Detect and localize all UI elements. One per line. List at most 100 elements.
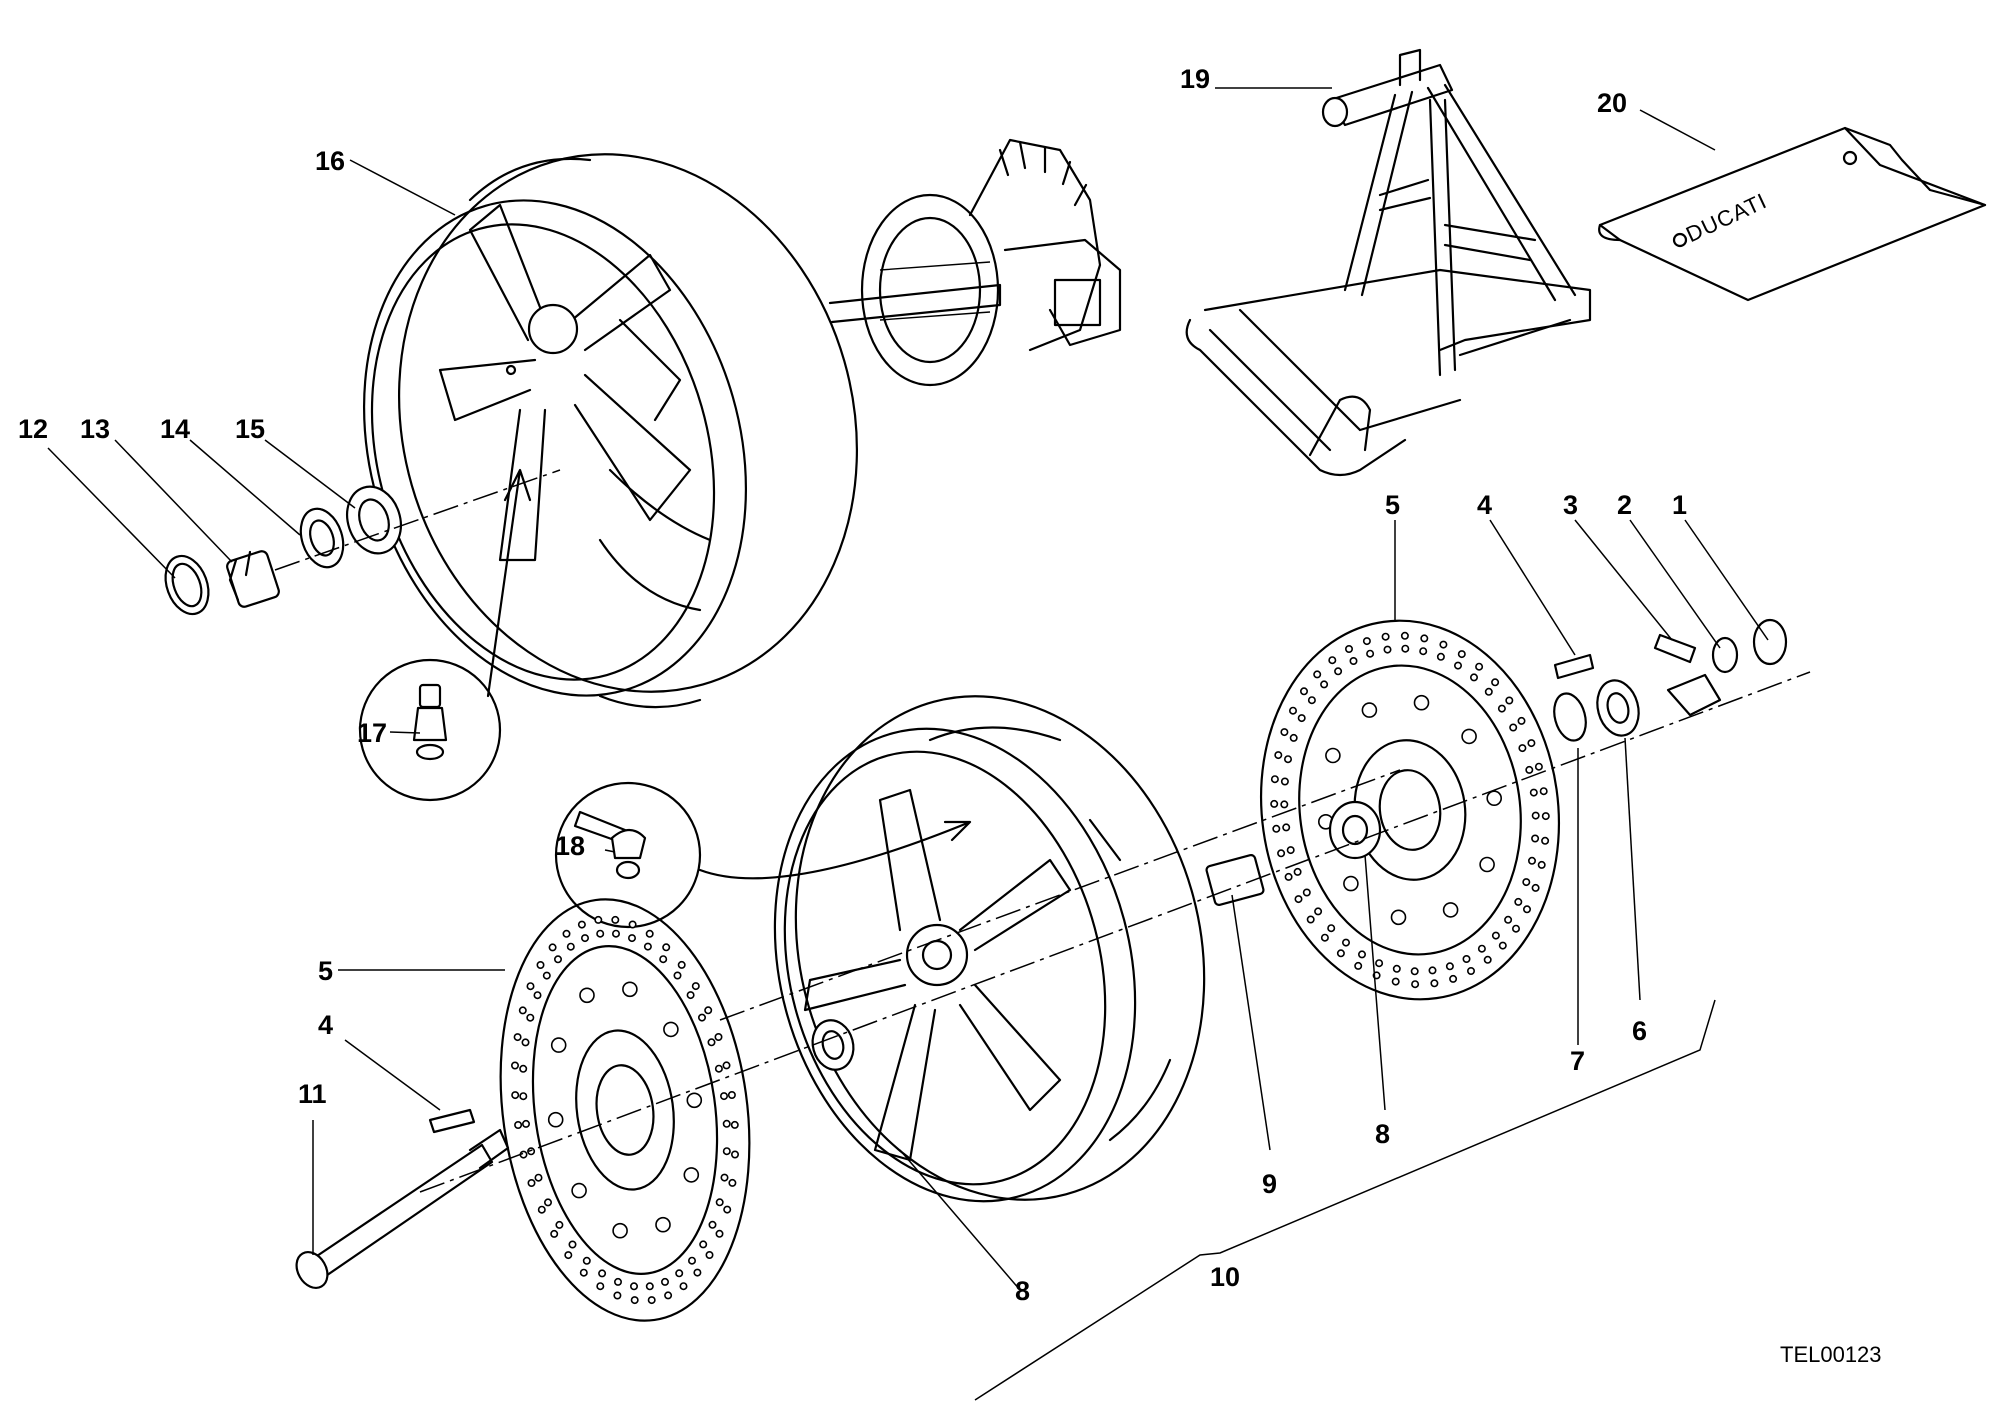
ducati-cover: DUCATI <box>1598 126 1987 302</box>
disc-hole <box>1491 931 1500 940</box>
disc-hole <box>1320 933 1329 942</box>
disc-hole <box>1400 631 1409 640</box>
disc-bolt <box>683 1167 700 1183</box>
disc-hole <box>1354 961 1363 970</box>
disc-hole <box>1491 678 1500 687</box>
disc-hole <box>1284 755 1293 764</box>
disc-hole <box>1401 644 1410 653</box>
disc-hole <box>708 1220 717 1229</box>
disc-hole <box>660 1277 669 1286</box>
disc-hole <box>511 1091 520 1100</box>
cover-brand-text: DUCATI <box>1682 188 1771 247</box>
disc-hole <box>562 929 571 938</box>
disc-hole <box>550 1229 559 1238</box>
disc-hole <box>1289 706 1298 715</box>
disc-hole <box>1498 941 1507 950</box>
disc-hole <box>1483 955 1492 964</box>
callout-15: 15 <box>235 414 265 444</box>
disc-hole <box>1411 980 1420 989</box>
disc-hole <box>1449 974 1458 983</box>
disc-hole <box>536 960 545 969</box>
disc-hole <box>1362 637 1371 646</box>
disc-hole <box>1391 977 1400 986</box>
disc-hole <box>1327 924 1336 933</box>
disc-hole <box>687 1256 696 1265</box>
disc-hole <box>1445 962 1454 971</box>
disc-hole <box>1381 632 1390 641</box>
disc-hole <box>628 920 637 929</box>
disc-hole <box>697 1013 706 1022</box>
disc-hole <box>1366 649 1375 658</box>
disc-hole <box>1297 714 1306 723</box>
disc-hole <box>521 1038 530 1047</box>
disc-hole <box>686 991 695 1000</box>
disc-hole <box>1462 954 1471 963</box>
disc-hole <box>1454 661 1463 670</box>
disc-hole <box>1484 687 1493 696</box>
disc-bolt <box>579 987 595 1004</box>
disc-hole <box>1307 696 1316 705</box>
leader-lines <box>47 87 1769 1401</box>
disc-hole <box>553 955 562 964</box>
disc-hole <box>1420 634 1429 643</box>
disc-bolt <box>655 1216 671 1233</box>
disc-hole <box>568 1240 577 1249</box>
disc-hole <box>723 1205 732 1214</box>
disc-hole <box>1534 762 1543 771</box>
disc-hole <box>1280 728 1289 737</box>
disc-hole <box>707 1038 716 1047</box>
disc-bolt <box>663 1021 679 1038</box>
disc-hole <box>596 1282 605 1291</box>
disc-hole <box>1274 751 1283 760</box>
disc-hole <box>1300 687 1309 696</box>
disc-hole <box>1537 860 1546 869</box>
disc-hole <box>1522 878 1531 887</box>
disc-hole <box>1505 696 1514 705</box>
callout-4-lower: 4 <box>318 1010 333 1040</box>
disc-hole <box>579 1268 588 1277</box>
disc-hole <box>1419 647 1428 656</box>
disc-hole <box>613 1291 622 1300</box>
disc-hole <box>1313 670 1322 679</box>
disc-hole <box>1345 644 1354 653</box>
disc-hole <box>537 1205 546 1214</box>
disc-hole <box>1334 667 1343 676</box>
disc-hole <box>527 1147 536 1156</box>
rear-wheel <box>362 138 1122 709</box>
disc-hole <box>534 1173 543 1182</box>
disc-hole <box>1270 799 1279 808</box>
disc-bolt <box>1486 790 1502 807</box>
disc-hole <box>647 1296 656 1305</box>
disc-hole <box>1539 787 1548 796</box>
disc-hole <box>1531 883 1540 892</box>
callout-17: 17 <box>357 718 387 748</box>
disc-hole <box>1541 836 1550 845</box>
disc-hole <box>691 982 700 991</box>
callout-7: 7 <box>1570 1046 1585 1076</box>
callout-18: 18 <box>555 831 585 861</box>
disc-hole <box>1477 944 1486 953</box>
disc-hole <box>1531 834 1540 843</box>
disc-hole <box>1277 849 1286 858</box>
disc-hole <box>598 1269 607 1278</box>
disc-hole <box>1475 662 1484 671</box>
callout-labels: 1 2 3 4 4 5 5 6 7 8 8 9 10 11 12 13 14 1… <box>18 64 1687 1306</box>
disc-hole <box>543 1198 552 1207</box>
disc-bolt <box>1479 856 1495 873</box>
callout-13: 13 <box>80 414 110 444</box>
disc-hole <box>675 1269 684 1278</box>
disc-bolt <box>622 981 638 998</box>
disc-hole <box>693 1268 702 1277</box>
disc-hole <box>1284 872 1293 881</box>
disc-hole <box>542 971 551 980</box>
disc-hole <box>1497 704 1506 713</box>
disc-hole <box>1436 652 1445 661</box>
disc-hole <box>1525 765 1534 774</box>
disc-hole <box>582 1256 591 1265</box>
disc-hole <box>577 920 586 929</box>
callout-2: 2 <box>1617 490 1632 520</box>
disc-hole <box>699 1240 708 1249</box>
disc-hole <box>613 1277 622 1286</box>
callout-9: 9 <box>1262 1169 1277 1199</box>
